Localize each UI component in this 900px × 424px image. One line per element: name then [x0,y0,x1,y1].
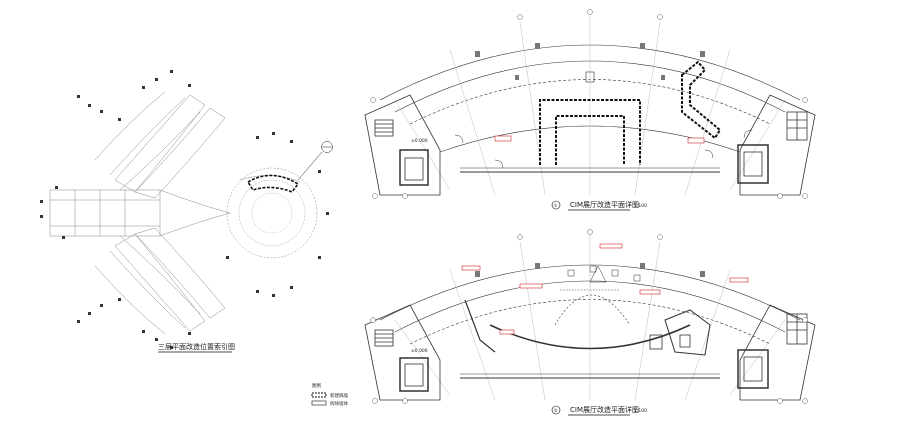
plan-top-grid-bubbles [370,9,808,199]
legend-item-new-wall: 新建隔墙 [330,392,348,399]
key-plan-corridor [49,189,231,237]
plan-top-title-block: ① CIM展厅改造平面详图 1:100 [551,200,647,211]
legend-swatch-demolish [311,400,327,406]
plan-top-scale: 1:100 [634,203,647,209]
plan-bottom-number: ② [554,408,558,414]
plan-bottom [364,229,816,404]
plan-top-doors [454,129,753,169]
key-plan-upper-wing [94,91,226,199]
key-plan-highlight [246,174,300,193]
plan-bottom-elevation: ±0.000 [411,348,428,354]
plan-top [364,9,816,199]
plan-bottom-columns [475,263,705,277]
legend-heading: 图例 [312,382,321,389]
plan-bottom-stage-curve [489,324,691,350]
legend-item-demolish: 拆除墙体 [330,400,348,407]
legend-swatch-new-wall [311,392,327,398]
plan-bottom-grid-bubbles [370,229,808,404]
plan-top-grid-lines [394,15,786,196]
plan-bottom-tags [461,243,749,335]
plan-top-elevation: ±0.000 [411,138,428,144]
legend: 图例 新建隔墙 拆除墙体 [311,382,348,407]
key-plan-hub [226,167,318,259]
plan-bottom-number-circle [551,405,561,415]
plan-bottom-grid-lines [394,235,786,401]
plan-bottom-left-core [364,299,496,401]
plan-top-number-circle [551,200,561,210]
key-plan-lower-wing [94,227,226,335]
key-plan-title: 三层平面改造位置索引图 [158,342,235,351]
plan-top-columns [475,43,705,83]
plan-top-left-core [364,94,441,196]
plan-bottom-display-cases [567,265,641,283]
plan-bottom-right-core [649,304,816,401]
index-pointer [297,141,333,181]
plan-bottom-title-block: ② CIM展厅改造平面详图 1:100 [551,405,647,416]
plan-bottom-title: CIM展厅改造平面详图 [570,405,639,414]
plan-top-tags [494,135,705,144]
plan-top-new-partition [539,60,722,165]
plan-top-right-core [737,94,816,196]
plan-top-number: ① [554,203,558,209]
key-plan [40,70,333,349]
plan-top-title: CIM展厅改造平面详图 [570,200,639,209]
plan-bottom-scale: 1:100 [634,408,647,414]
key-plan-grid-bubbles [40,70,329,349]
